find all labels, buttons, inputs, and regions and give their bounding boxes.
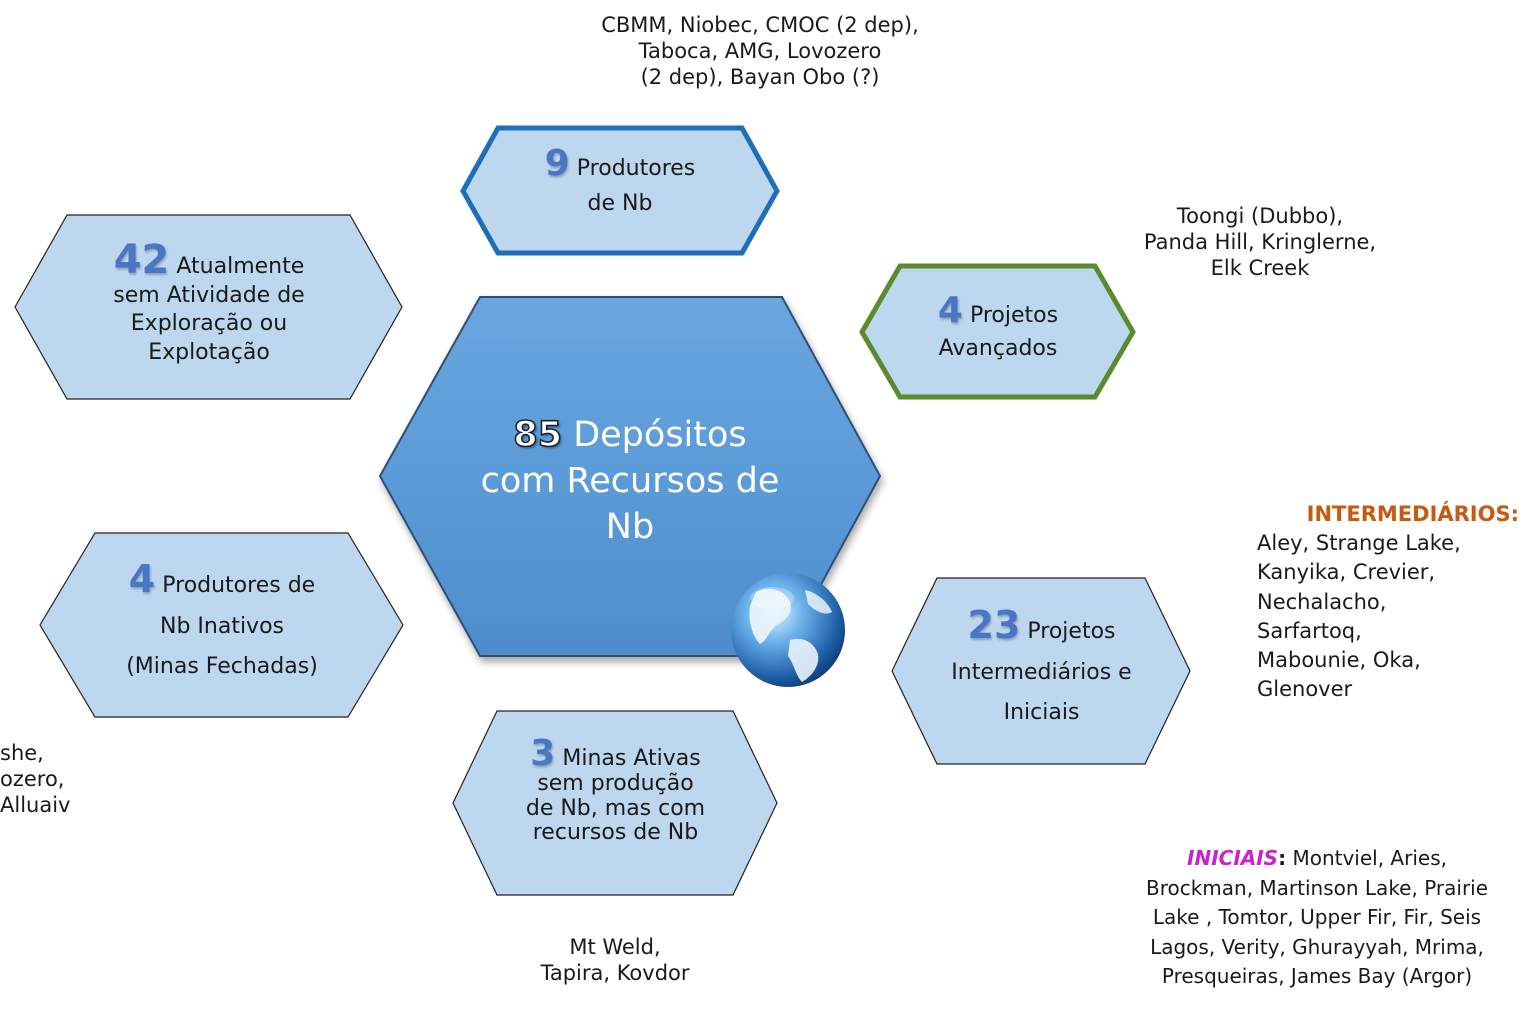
initial-list-line-4: Lagos, Verity, Ghurayyah, Mrima, bbox=[1150, 934, 1484, 959]
closed-list: she, ozero, Alluaiv bbox=[0, 740, 120, 818]
center-text-1: Depósitos bbox=[573, 415, 747, 455]
active-mines-number: 3 bbox=[530, 733, 556, 774]
closed-producers-text-2: Nb Inativos bbox=[159, 613, 284, 639]
intermediate-number: 23 bbox=[967, 603, 1021, 647]
intermediate-text-3: Iniciais bbox=[1003, 700, 1080, 726]
hexagon-active-mines bbox=[452, 710, 778, 896]
producers-number: 9 bbox=[544, 143, 570, 184]
inactive-activity-text-1: Atualmente bbox=[176, 254, 305, 279]
advanced-list-line-1: Toongi (Dubbo), bbox=[1176, 204, 1344, 228]
initial-list-heading: INICIAIS bbox=[1187, 846, 1279, 870]
advanced-text-2: Avançados bbox=[938, 336, 1058, 361]
advanced-list-line-2: Panda Hill, Kringlerne, bbox=[1143, 230, 1377, 255]
globe-icon bbox=[731, 573, 845, 687]
active-list-line-1: Mt Weld, bbox=[569, 935, 661, 959]
intermediate-text-1: Projetos bbox=[1027, 619, 1116, 644]
hexagon-intermediate bbox=[891, 577, 1191, 765]
producers-text-2: de Nb bbox=[587, 191, 653, 217]
inactive-activity-label: 42 Atualmente sem Atividade de Exploraçã… bbox=[68, 240, 350, 367]
producers-label: 9 Produtores de Nb bbox=[500, 146, 740, 221]
intermediate-label: 23 Projetos Intermediários e Iniciais bbox=[938, 606, 1145, 734]
intermediate-list-heading: INTERMEDIÁRIOS: bbox=[1306, 502, 1519, 526]
initial-list-line-5: Presqueiras, James Bay (Argor) bbox=[1161, 964, 1473, 989]
center-label: 85 Depósitos com Recursos de Nb bbox=[430, 412, 830, 551]
intermediate-list-line-3: Nechalacho, bbox=[1257, 589, 1387, 614]
hexagon-advanced bbox=[859, 263, 1136, 400]
producers-text-1: Produtores bbox=[576, 156, 696, 181]
advanced-list-line-3: Elk Creek bbox=[1210, 256, 1310, 281]
initial-list: INICIAIS: Montviel, Aries, Brockman, Mar… bbox=[1112, 844, 1522, 992]
producers-list-line-1: CBMM, Niobec, CMOC (2 dep), bbox=[601, 13, 919, 37]
intermediate-list-line-1: Aley, Strange Lake, bbox=[1257, 531, 1461, 556]
intermediate-list: INTERMEDIÁRIOS: Aley, Strange Lake, Kany… bbox=[1257, 500, 1527, 704]
closed-list-line-2: ozero, bbox=[0, 767, 65, 792]
producers-list-line-3: (2 dep), Bayan Obo (?) bbox=[640, 65, 880, 90]
center-number: 85 bbox=[513, 414, 563, 456]
center-text-3: Nb bbox=[605, 507, 655, 548]
intermediate-text-2: Intermediários e bbox=[951, 659, 1132, 685]
closed-producers-number: 4 bbox=[128, 557, 156, 601]
closed-producers-text-1: Produtores de bbox=[162, 573, 316, 598]
intermediate-list-line-6: Glenover bbox=[1257, 677, 1353, 702]
intermediate-list-line-2: Kanyika, Crevier, bbox=[1257, 560, 1436, 585]
hexagon-producers bbox=[460, 125, 780, 256]
active-mines-label: 3 Minas Ativas sem produção de Nb, mas c… bbox=[498, 736, 733, 846]
inactive-activity-text-3: Exploração ou bbox=[130, 311, 288, 337]
hexagon-inactive-activity bbox=[14, 214, 403, 400]
producers-list-line-2: Taboca, AMG, Lovozero bbox=[638, 39, 882, 64]
advanced-text-1: Projetos bbox=[969, 303, 1059, 328]
advanced-label: 4 Projetos Avançados bbox=[900, 293, 1096, 365]
inactive-activity-text-2: sem Atividade de bbox=[113, 282, 305, 308]
active-list: Mt Weld, Tapira, Kovdor bbox=[520, 934, 710, 986]
closed-list-line-3: Alluaiv bbox=[0, 793, 71, 818]
active-mines-text-3: de Nb, mas com bbox=[525, 795, 706, 821]
advanced-list: Toongi (Dubbo), Panda Hill, Kringlerne, … bbox=[1110, 203, 1410, 281]
active-mines-text-1: Minas Ativas bbox=[562, 746, 701, 771]
hexagon-closed-producers bbox=[39, 532, 404, 718]
active-mines-text-4: recursos de Nb bbox=[532, 820, 699, 846]
closed-producers-label: 4 Produtores de Nb Inativos (Minas Fecha… bbox=[96, 560, 348, 688]
intermediate-list-line-5: Mabounie, Oka, bbox=[1257, 647, 1421, 672]
initial-list-line-2: Brockman, Martinson Lake, Prairie bbox=[1145, 875, 1489, 900]
active-list-line-2: Tapira, Kovdor bbox=[540, 961, 690, 986]
producers-list: CBMM, Niobec, CMOC (2 dep), Taboca, AMG,… bbox=[560, 12, 960, 90]
inactive-activity-number: 42 bbox=[113, 237, 170, 283]
active-mines-text-2: sem produção bbox=[537, 771, 694, 796]
initial-list-line-1-rest: Montviel, Aries, bbox=[1286, 846, 1447, 870]
initial-list-line-3: Lake , Tomtor, Upper Fir, Fir, Seis bbox=[1152, 905, 1482, 930]
inactive-activity-text-4: Explotação bbox=[148, 339, 270, 365]
closed-producers-text-3: (Minas Fechadas) bbox=[126, 654, 318, 680]
intermediate-list-line-4: Sarfartoq, bbox=[1257, 618, 1362, 643]
advanced-number: 4 bbox=[937, 290, 963, 331]
initial-list-colon: : bbox=[1278, 846, 1287, 870]
closed-list-line-1: she, bbox=[0, 741, 44, 765]
center-text-2: com Recursos de bbox=[480, 461, 780, 502]
